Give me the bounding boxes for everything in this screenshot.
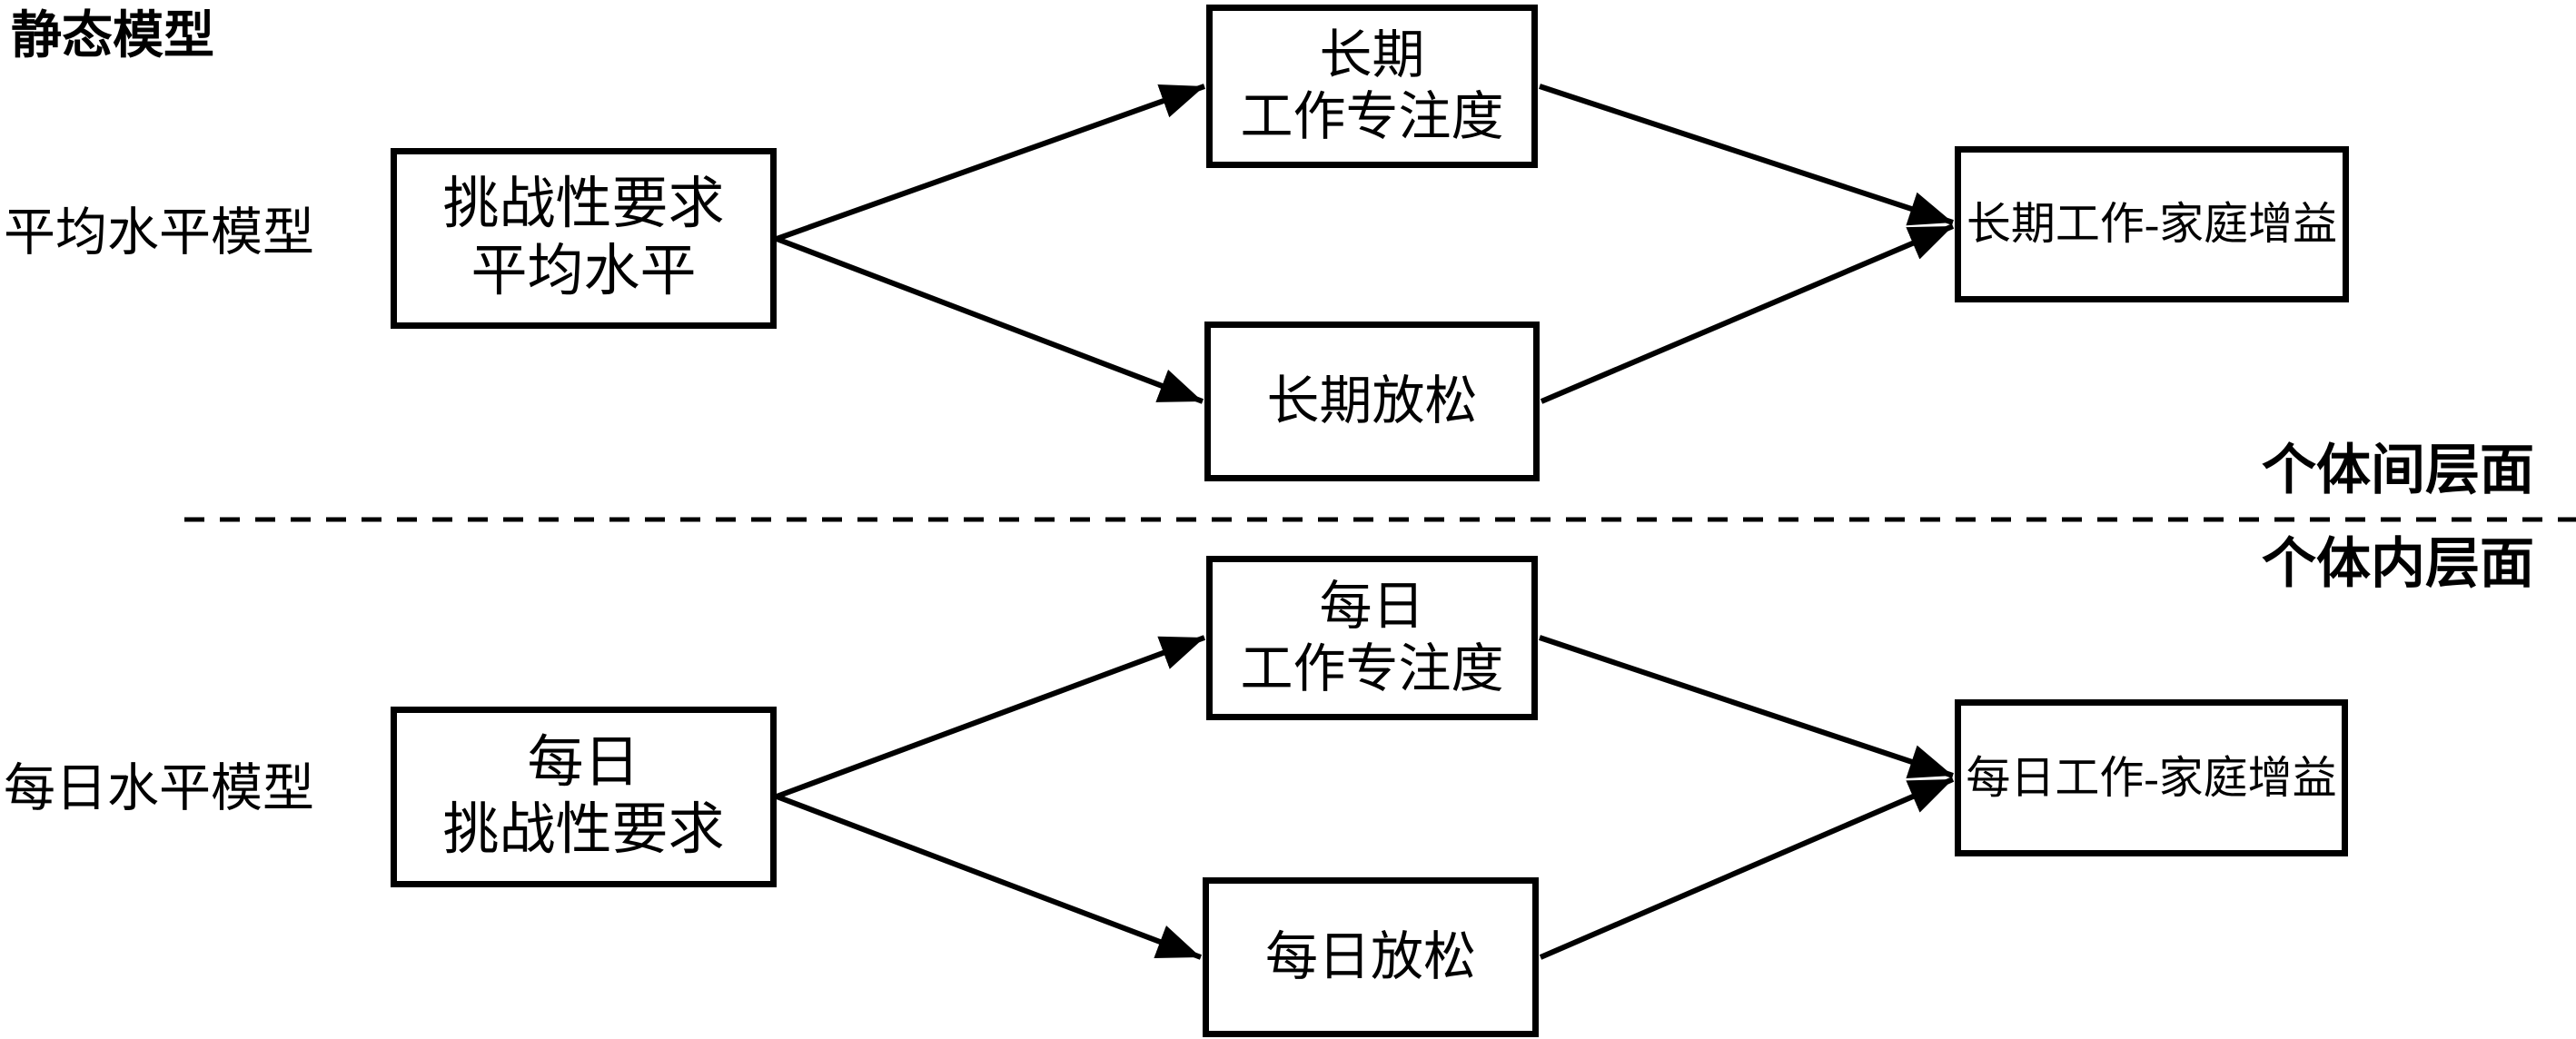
- box-avg-challenge-demands: 挑战性要求 平均水平: [391, 148, 777, 329]
- box-daily-challenge-demands: 每日 挑战性要求: [391, 707, 777, 887]
- box-text-line: 工作专注度: [1240, 87, 1504, 146]
- box-longterm-work-engagement: 长期 工作专注度: [1206, 5, 1538, 168]
- arrow-daily-demands-to-daily-relax: [775, 794, 1203, 960]
- arrow-lt-engagement-to-lt-gain: [1539, 84, 1954, 226]
- box-longterm-work-family-gain: 长期工作-家庭增益: [1955, 146, 2349, 302]
- arrow-avg-demands-to-lt-relax: [775, 236, 1204, 404]
- between-person-level-label: 个体间层面: [2262, 440, 2534, 500]
- row-label-daily-model: 每日水平模型: [4, 760, 314, 817]
- box-text-line: 每日放松: [1264, 926, 1476, 986]
- arrow-daily-demands-to-daily-engagement: [775, 635, 1206, 799]
- row-label-average-model: 平均水平模型: [4, 204, 314, 262]
- box-text-line: 长期放松: [1266, 371, 1478, 430]
- arrow-lt-relax-to-lt-gain: [1540, 223, 1955, 404]
- diagram-title: 静态模型: [11, 6, 214, 64]
- box-daily-work-engagement: 每日 工作专注度: [1206, 556, 1538, 720]
- box-daily-relaxation: 每日放松: [1203, 877, 1539, 1037]
- within-person-level-label: 个体内层面: [2262, 533, 2534, 594]
- box-daily-work-family-gain: 每日工作-家庭增益: [1955, 699, 2348, 856]
- arrow-avg-demands-to-lt-engagement: [775, 84, 1206, 242]
- box-text-line: 每日: [1319, 577, 1425, 637]
- box-text-line: 平均水平: [471, 240, 697, 302]
- box-text-line: 长期工作-家庭增益: [1966, 199, 2338, 250]
- arrow-daily-engagement-to-daily-gain: [1539, 635, 1954, 779]
- box-text-line: 每日工作-家庭增益: [1966, 752, 2337, 803]
- box-text-line: 挑战性要求: [442, 798, 725, 861]
- box-text-line: 每日: [527, 732, 640, 795]
- box-text-line: 工作专注度: [1240, 638, 1504, 698]
- box-text-line: 挑战性要求: [442, 173, 725, 236]
- box-longterm-relaxation: 长期放松: [1204, 322, 1540, 481]
- box-text-line: 长期: [1319, 25, 1425, 84]
- arrow-daily-relax-to-daily-gain: [1539, 777, 1955, 960]
